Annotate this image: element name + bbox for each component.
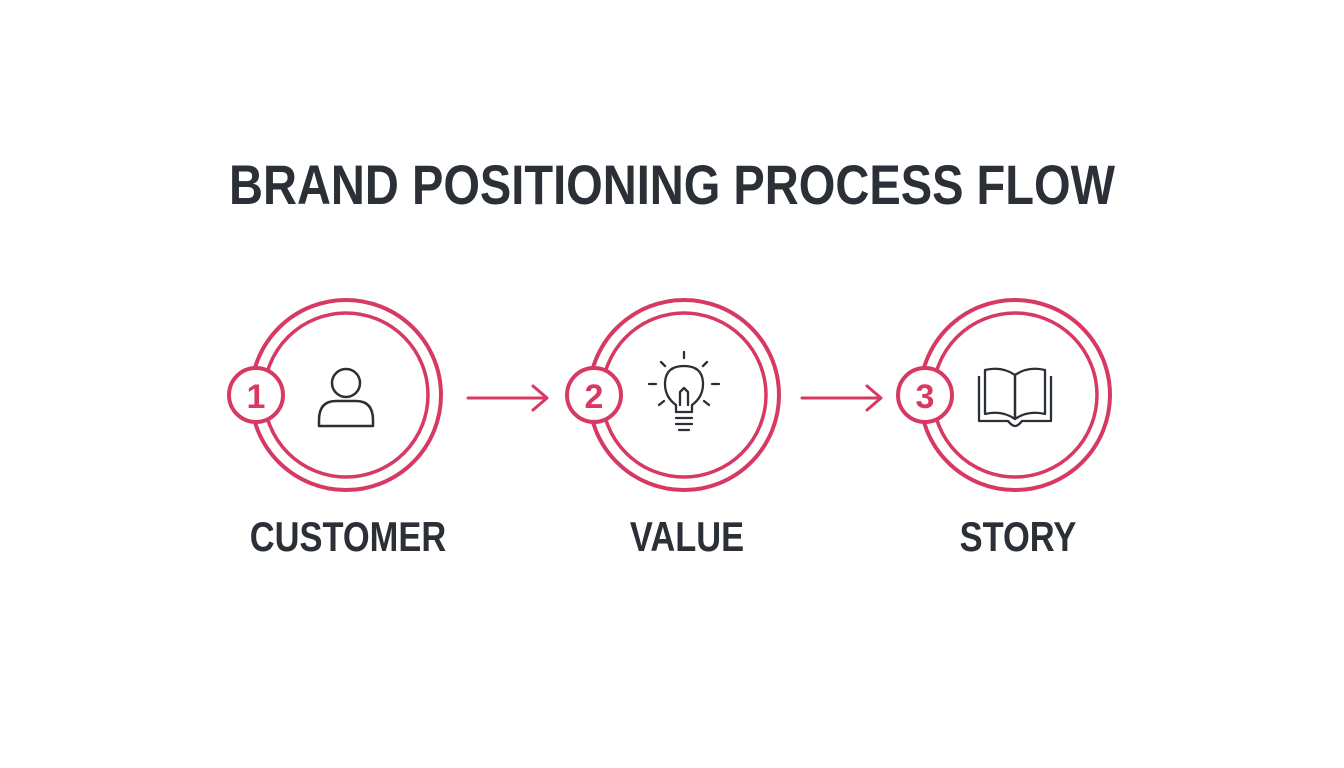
step-2: 2 <box>565 298 781 492</box>
step-1-number-badge <box>227 366 285 424</box>
diagram-title: BRAND POSITIONING PROCESS FLOW <box>229 153 1115 216</box>
step-2-number-badge <box>565 366 623 424</box>
open-book-icon <box>977 367 1053 428</box>
flow-arrow-2 <box>800 384 883 412</box>
step-2-label: VALUE <box>629 513 745 560</box>
flow-arrow-1 <box>466 384 549 412</box>
step-2-inner-ring <box>600 311 768 479</box>
step-3-number-badge <box>896 366 954 424</box>
step-3-label: STORY <box>959 513 1077 560</box>
step-1-number: 1 <box>247 378 266 416</box>
step-1-label: CUSTOMER <box>249 513 447 560</box>
step-2-number: 2 <box>585 378 604 416</box>
step-3-number: 3 <box>916 378 935 416</box>
step-3: 3 <box>896 298 1112 492</box>
step-1-inner-ring <box>262 311 430 479</box>
lightbulb-icon <box>647 350 721 432</box>
step-1: 1 <box>227 298 443 492</box>
person-icon <box>317 367 375 428</box>
